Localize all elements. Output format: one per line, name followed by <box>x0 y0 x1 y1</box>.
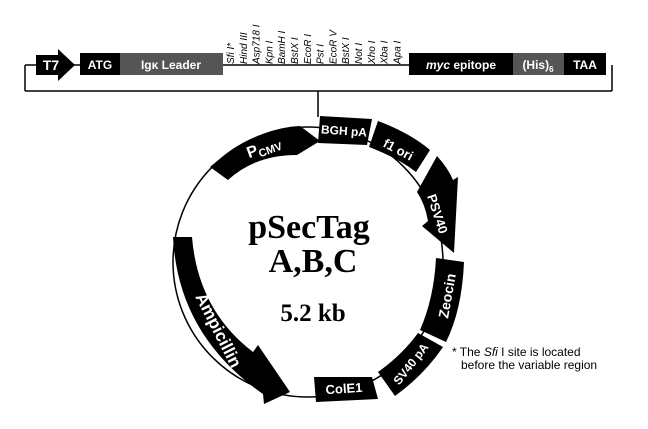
zeocin-label: Zeocin <box>435 272 459 319</box>
footnote-line1: * The Sfi I site is located <box>452 345 581 359</box>
f1-ori-segment: f1 ori <box>369 121 430 172</box>
restriction-site-label: Apa I <box>392 40 403 65</box>
ig-leader-label: Igκ Leader <box>141 58 201 72</box>
restriction-site-label: Sfi I* <box>226 42 237 64</box>
restriction-site-label: Xho I <box>367 40 378 65</box>
bgh-pa-label: BGH pA <box>321 122 368 139</box>
cole1-segment: ColE1 <box>314 377 378 402</box>
pcmv-segment: PCMV <box>210 126 320 180</box>
restriction-site-label: BstX I <box>290 37 301 64</box>
his-tag-box: (His)6 <box>513 53 564 75</box>
sv40-pa-segment: SV40 pA <box>378 333 443 396</box>
bgh-pa-segment: BGH pA <box>318 116 372 145</box>
atg-box: ATG <box>80 53 120 75</box>
t7-promoter: T7 <box>36 49 75 81</box>
plasmid-size: 5.2 kb <box>280 300 345 327</box>
taa-label: TAA <box>573 58 597 72</box>
ampicillin-label: Ampicillin <box>191 290 245 371</box>
restriction-site-label: Hind III <box>239 32 250 64</box>
restriction-site-label: Asp718 I <box>252 24 263 65</box>
t7-label: T7 <box>43 57 60 73</box>
myc-epitope-label: myc epitope <box>426 58 496 72</box>
restriction-site-label: Not I <box>354 43 365 64</box>
sfi-footnote: * The Sfi I site is located before the v… <box>452 346 642 372</box>
restriction-site-label: BamH I <box>277 30 288 64</box>
psv40-segment: PSV40 <box>417 156 458 253</box>
restriction-site-label: EcoR I <box>303 34 314 64</box>
cole1-label: ColE1 <box>325 380 363 398</box>
restriction-site-label: Kpn I <box>264 40 275 64</box>
restriction-site-label: BstX I <box>341 37 352 64</box>
restriction-site-label: Pst I <box>316 44 327 64</box>
ig-leader-box: Igκ Leader <box>120 53 223 75</box>
restriction-site-label: Xba I <box>380 40 391 65</box>
footnote-line2: before the variable region <box>461 358 598 372</box>
restriction-site-label: EcoR V <box>328 29 339 64</box>
atg-label: ATG <box>88 58 112 72</box>
taa-box: TAA <box>564 53 606 75</box>
zeocin-segment: Zeocin <box>420 258 464 342</box>
plasmid-name-line2: A,B,C <box>269 243 358 280</box>
myc-epitope-box: myc epitope <box>409 53 513 75</box>
his-tag-label: (His)6 <box>522 58 554 74</box>
plasmid-name-line1: pSecTag <box>248 209 370 246</box>
